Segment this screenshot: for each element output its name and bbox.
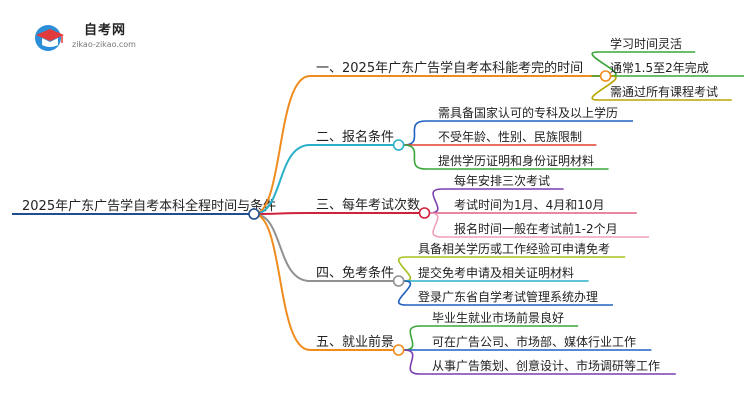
child-label: 需通过所有课程考试	[610, 84, 718, 99]
branch-label: 四、免考条件	[316, 265, 394, 281]
child-connector	[403, 120, 427, 146]
child-label: 从事广告策划、创意设计、市场调研等工作	[432, 358, 660, 373]
branch-label: 三、每年考试次数	[316, 197, 420, 213]
child-connector	[403, 144, 427, 170]
logo-title: 自考网	[84, 23, 127, 38]
branch-node	[392, 275, 405, 287]
child-label: 登录广东省自学考试管理系统办理	[418, 289, 598, 304]
child-connector	[397, 280, 412, 306]
child-label: 通常1.5至2年完成	[610, 60, 709, 75]
branch-connector	[253, 144, 311, 215]
branch-node	[392, 344, 405, 356]
child-label: 考试时间为1月、4月和10月	[454, 197, 605, 212]
child-label: 不受年龄、性别、民族限制	[438, 130, 582, 144]
branch-label: 一、2025年广东广告学自考本科能考完的时间	[316, 60, 583, 76]
child-label: 报名时间一般在考试前1-2个月	[454, 221, 618, 236]
child-label: 需具备国家认可的专科及以上学历	[438, 105, 618, 120]
child-label: 具备相关学历或工作经验可申请免考	[418, 241, 610, 256]
child-connector	[429, 212, 443, 238]
child-connector	[403, 349, 421, 375]
child-label: 毕业生就业市场前景良好	[432, 310, 564, 325]
site-logo: 自考网 zikao-zikao.com	[30, 18, 190, 54]
child-label: 提交免考申请及相关证明材料	[418, 265, 574, 280]
branch-connector	[253, 213, 311, 282]
branch-connector	[253, 75, 311, 215]
child-label: 每年安排三次考试	[454, 173, 550, 188]
branch-node	[392, 139, 405, 151]
root-label: 2025年广东广告学自考本科全程时间与条件	[22, 198, 276, 214]
branch-connector	[253, 213, 311, 351]
child-label: 学习时间灵活	[610, 36, 682, 51]
logo-subtitle: zikao-zikao.com	[72, 40, 136, 49]
branch-node	[418, 207, 431, 219]
child-connector	[591, 75, 617, 101]
graduation-cap-icon	[35, 25, 64, 51]
child-label: 提供学历证明和身份证明材料	[438, 153, 594, 168]
branch-label: 五、就业前景	[316, 334, 394, 350]
root-node	[248, 208, 260, 220]
branch-connector	[253, 212, 311, 215]
child-connector	[591, 51, 617, 77]
branch-node	[599, 70, 612, 82]
child-connector	[403, 325, 421, 351]
child-connector	[429, 188, 443, 214]
child-label: 可在广告公司、市场部、媒体行业工作	[432, 334, 636, 349]
branch-label: 二、报名条件	[316, 129, 394, 145]
